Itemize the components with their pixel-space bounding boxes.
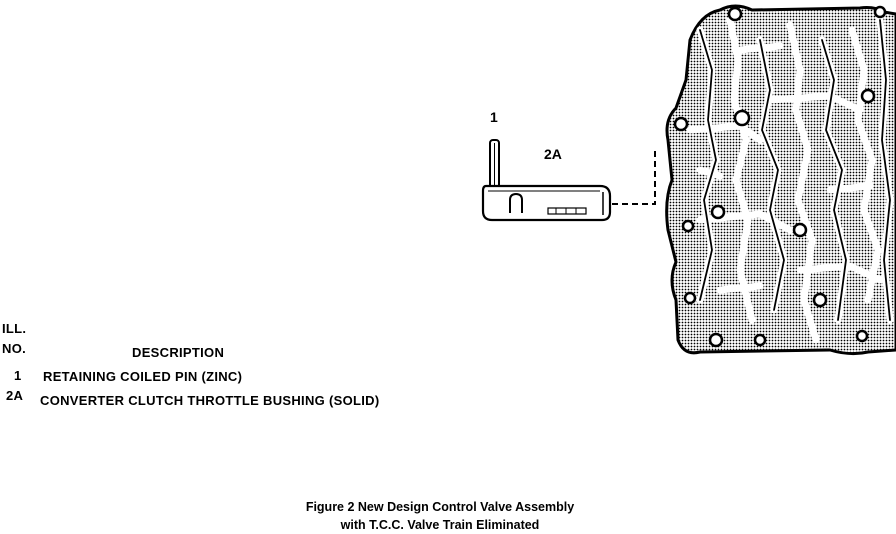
- legend-row-number: 1: [14, 368, 22, 383]
- legend-row-description: RETAINING COILED PIN (ZINC): [43, 369, 243, 384]
- control-valve-body: [665, 4, 896, 356]
- legend-header-ill: ILL.: [2, 321, 27, 336]
- callout-bushing-number: 2A: [544, 146, 562, 162]
- figure-caption-line-2: with T.C.C. Valve Train Eliminated: [340, 518, 540, 532]
- leader-line: [612, 148, 656, 205]
- legend-header-description: DESCRIPTION: [132, 345, 225, 360]
- legend-header-no: NO.: [2, 341, 27, 356]
- figure-caption-line-1: Figure 2 New Design Control Valve Assemb…: [305, 500, 575, 514]
- legend-row-number: 2A: [6, 388, 24, 403]
- legend-row-description: CONVERTER CLUTCH THROTTLE BUSHING (SOLID…: [40, 393, 380, 408]
- callout-pin-number: 1: [490, 109, 498, 125]
- coiled-pin: [489, 139, 500, 191]
- throttle-bushing: [481, 184, 612, 222]
